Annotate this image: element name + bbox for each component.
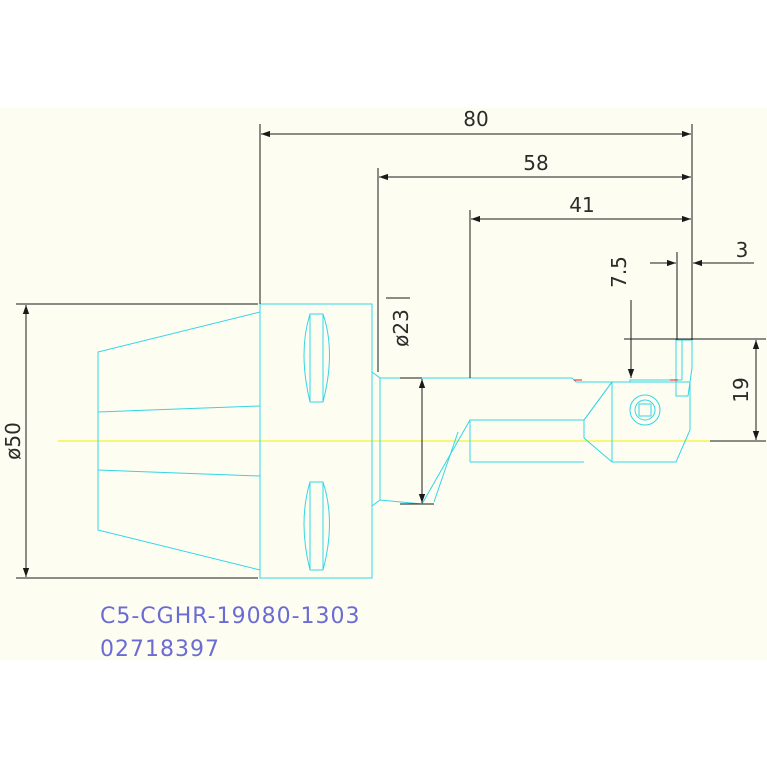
insert-head	[583, 381, 691, 463]
tool-outline	[97, 303, 693, 579]
dimension-lines	[16, 124, 766, 579]
boring-bar	[380, 377, 682, 383]
dim-label-d50: ø50	[1, 422, 25, 460]
dim-label-58: 58	[523, 151, 548, 175]
insert-tip	[675, 339, 693, 397]
key-slot-top	[303, 313, 330, 403]
step-collar	[371, 371, 381, 507]
drawing-sheet	[0, 108, 767, 660]
dim-label-7-5: 7.5	[607, 256, 631, 288]
order-code: 02718397	[100, 637, 220, 662]
key-slot-bottom	[303, 481, 330, 571]
insert-screw-hex	[638, 403, 652, 417]
flange-body	[259, 303, 373, 579]
dim-label-d23: ø23	[389, 309, 413, 347]
insert-screw-outer	[629, 394, 661, 426]
dim-label-19: 19	[729, 377, 753, 402]
dim-label-41: 41	[569, 193, 594, 217]
bar-lower-edge	[379, 419, 584, 505]
tapered-shank	[97, 311, 261, 571]
insert-screw-inner	[634, 399, 656, 421]
dim-label-3: 3	[736, 238, 749, 262]
part-number: C5-CGHR-19080-1303	[100, 604, 361, 629]
dim-label-80: 80	[463, 107, 488, 131]
